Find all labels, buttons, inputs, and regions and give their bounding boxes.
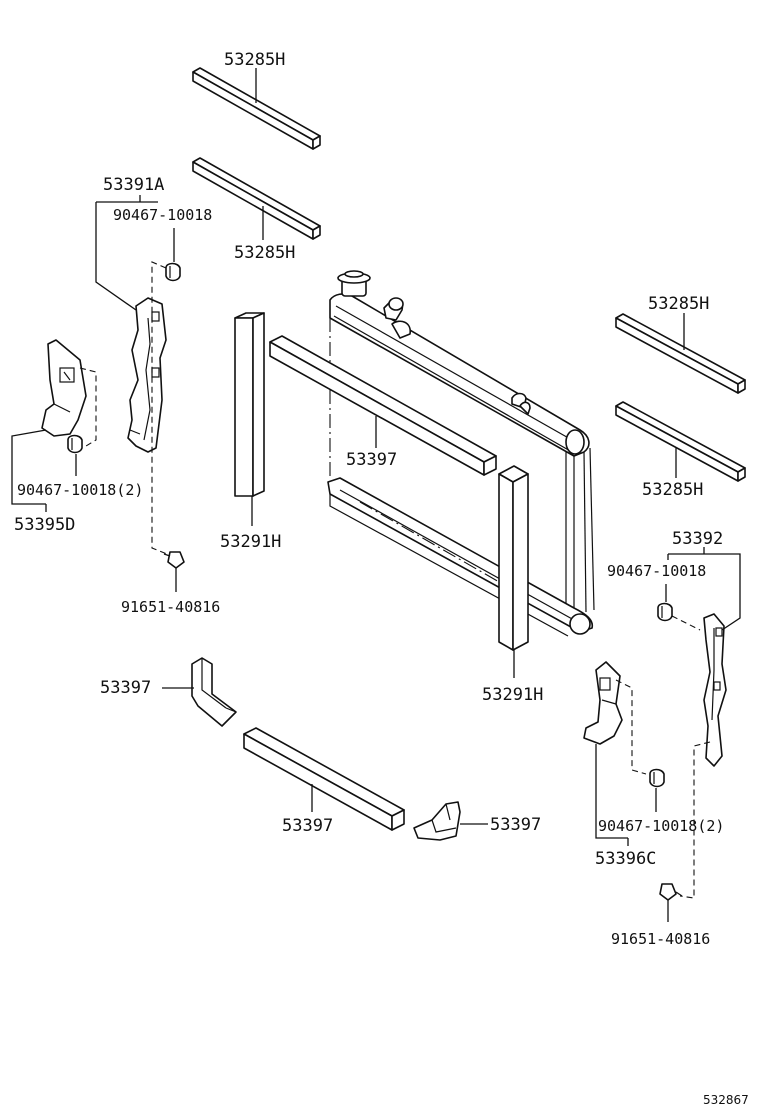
label-91651-right: 91651-40816 bbox=[611, 930, 710, 948]
seal-53397-upper[interactable] bbox=[269, 335, 497, 476]
label-53392: 53392 bbox=[672, 529, 723, 549]
bolt-91651-left[interactable] bbox=[163, 551, 185, 569]
label-53291h-left: 53291H bbox=[220, 532, 281, 552]
label-53397-lower-bar: 53397 bbox=[282, 816, 333, 836]
label-90467-left-side: 90467-10018(2) bbox=[17, 481, 143, 499]
drain-plug bbox=[569, 613, 591, 635]
label-53285h-right-1: 53285H bbox=[648, 294, 709, 314]
inlet-pipe bbox=[383, 297, 411, 339]
label-53391a: 53391A bbox=[103, 175, 164, 195]
seal-53397-lower-right[interactable] bbox=[413, 801, 461, 841]
bolt-91651-right[interactable] bbox=[659, 883, 683, 901]
label-53397-upper: 53397 bbox=[346, 450, 397, 470]
bracket-53395d[interactable] bbox=[41, 339, 87, 437]
label-53285h-right-2: 53285H bbox=[642, 480, 703, 500]
seal-53291h-right[interactable] bbox=[498, 465, 529, 651]
support-53392[interactable] bbox=[703, 613, 727, 767]
label-53397-lower-right: 53397 bbox=[490, 815, 541, 835]
seal-53285h-top-1[interactable] bbox=[192, 67, 321, 150]
clip-90467-left-side[interactable] bbox=[67, 434, 83, 454]
support-53391a[interactable] bbox=[127, 297, 167, 453]
seal-53285h-right-1[interactable] bbox=[615, 313, 746, 394]
label-53291h-right: 53291H bbox=[482, 685, 543, 705]
label-53395d: 53395D bbox=[14, 515, 75, 535]
seal-53291h-left[interactable] bbox=[234, 312, 265, 497]
bracket-53396c[interactable] bbox=[583, 661, 623, 745]
label-90467-right-side: 90467-10018(2) bbox=[598, 817, 724, 835]
radiator-cap[interactable] bbox=[337, 270, 371, 297]
label-53285h-top-1: 53285H bbox=[224, 50, 285, 70]
figure-reference-number: 532867 bbox=[703, 1093, 749, 1107]
label-90467-right-top: 90467-10018 bbox=[607, 562, 706, 580]
seal-53285h-right-2[interactable] bbox=[615, 401, 746, 482]
clip-90467-left-top[interactable] bbox=[165, 262, 181, 282]
label-90467-left-top: 90467-10018 bbox=[113, 206, 212, 224]
clip-90467-right-side[interactable] bbox=[649, 768, 665, 788]
radiator-assembly bbox=[327, 270, 595, 637]
seal-53285h-top-2[interactable] bbox=[192, 157, 321, 240]
seal-53397-lower-bar[interactable] bbox=[243, 727, 405, 831]
label-91651-left: 91651-40816 bbox=[121, 598, 220, 616]
clip-90467-right-top[interactable] bbox=[657, 602, 673, 622]
label-53396c: 53396C bbox=[595, 849, 656, 869]
label-53397-lower-left: 53397 bbox=[100, 678, 151, 698]
label-53285h-top-2: 53285H bbox=[234, 243, 295, 263]
seal-53397-lower-left[interactable] bbox=[191, 657, 237, 727]
upper-tank-end bbox=[565, 429, 585, 455]
